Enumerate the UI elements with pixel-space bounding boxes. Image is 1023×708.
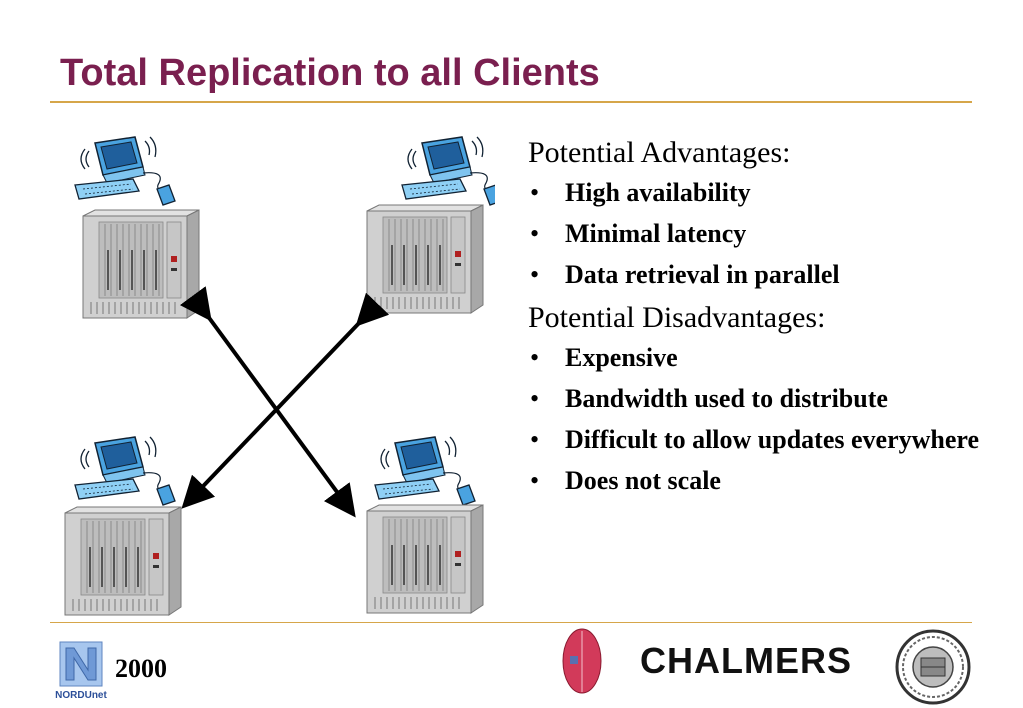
list-item: •Expensive [530, 343, 678, 372]
client-computer-bottom-right [374, 436, 476, 506]
bullet-icon: • [530, 466, 540, 495]
chalmers-wordmark: CHALMERS [640, 640, 852, 681]
list-item: •High availability [530, 178, 751, 207]
advantages-heading: Potential Advantages: [528, 136, 791, 169]
server-rack-top-right [366, 204, 484, 314]
replication-arrow-topright-bottomleft [181, 292, 390, 509]
client-computer-top-right [401, 136, 495, 206]
client-computer-bottom-left [74, 436, 176, 506]
disadvantages-list: •Expensive •Bandwidth used to distribute… [528, 343, 998, 496]
slide-title: Total Replication to all Clients [60, 52, 600, 94]
list-item: •Bandwidth used to distribute [530, 384, 888, 413]
bullet-icon: • [530, 219, 540, 248]
replication-arrow-topleft-bottomright [179, 286, 356, 518]
dtv-logo [562, 628, 602, 694]
footer-year: 2000 [115, 654, 167, 683]
bullet-icon: • [530, 425, 540, 454]
bullet-icon: • [530, 260, 540, 289]
list-item: •Minimal latency [530, 219, 747, 248]
advantages-list: •High availability •Minimal latency •Dat… [528, 178, 998, 290]
server-rack-bottom-left [64, 506, 182, 616]
disadvantages-heading: Potential Disadvantages: [528, 301, 826, 334]
chalmers-seal [895, 629, 971, 705]
nordunet-logo: NORDUnet [55, 641, 107, 701]
server-rack-bottom-right [366, 504, 484, 614]
replication-diagram [64, 136, 495, 616]
bullet-icon: • [530, 384, 540, 413]
footer-divider [50, 622, 972, 623]
title-divider [50, 101, 972, 103]
bullet-icon: • [530, 343, 540, 372]
svg-text:NORDUnet: NORDUnet [55, 690, 107, 701]
list-item: •Does not scale [530, 466, 721, 495]
list-item: •Difficult to allow updates everywhere [530, 425, 980, 454]
bullet-icon: • [530, 178, 540, 207]
list-item: •Data retrieval in parallel [530, 260, 840, 289]
server-rack-top-left [82, 209, 200, 319]
pros-cons-panel: Potential Advantages: •High availability… [528, 136, 998, 507]
client-computer-top-left [74, 136, 176, 206]
